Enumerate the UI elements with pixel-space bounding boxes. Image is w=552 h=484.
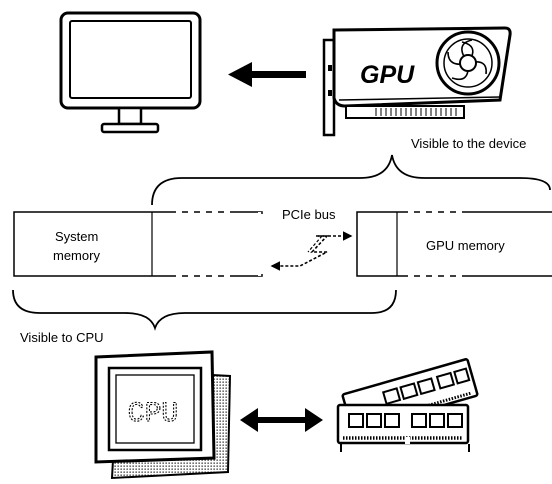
gpu-label: GPU [360, 61, 415, 89]
cpu-chip-icon: CPU [94, 350, 232, 480]
cpu-visibility-brace [12, 289, 397, 331]
device-visibility-brace [151, 154, 551, 206]
visible-cpu-label: Visible to CPU [20, 330, 104, 345]
system-memory-label-line1: System [55, 229, 98, 244]
pcie-bus-link [270, 231, 353, 271]
gpu-fan-icon [435, 30, 501, 96]
cpu-label: CPU [128, 399, 178, 430]
gpu-memory-block [356, 210, 552, 278]
gpu-card-icon: GPU [322, 26, 512, 137]
monitor-icon [59, 11, 202, 134]
gpu-to-monitor-arrow [228, 62, 306, 87]
visible-device-label: Visible to the device [411, 136, 526, 151]
pcie-bus-label: PCIe bus [282, 207, 336, 222]
system-memory-block [13, 210, 266, 278]
system-memory-label-line2: memory [53, 248, 100, 263]
ram-modules-icon [336, 358, 479, 452]
cpu-ram-double-arrow [240, 408, 323, 432]
gpu-memory-label: GPU memory [426, 238, 505, 253]
